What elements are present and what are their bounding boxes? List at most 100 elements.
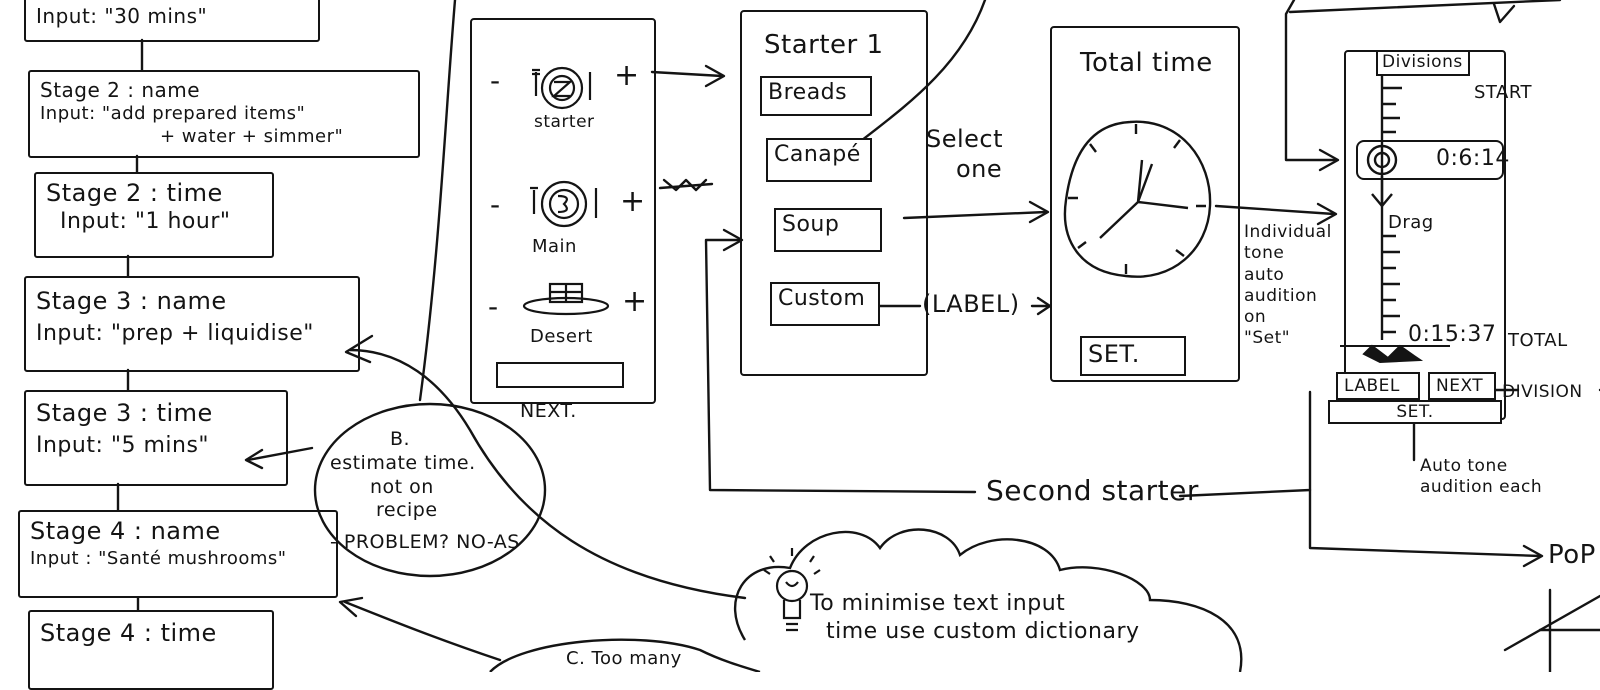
label-button[interactable]: LABEL xyxy=(1336,372,1420,400)
course-next-label: NEXT. xyxy=(520,400,577,422)
individual-line: tone xyxy=(1244,243,1285,264)
arrowhead xyxy=(244,448,264,470)
scribble-mark xyxy=(1340,344,1450,364)
pop-label: PoP xyxy=(1548,540,1596,570)
too-many-note: C. Too many xyxy=(566,648,682,669)
bubble-c-outline xyxy=(489,638,761,672)
course-next-button[interactable] xyxy=(496,362,624,388)
note-b: B. estimate time. not on recipe - PROBLE… xyxy=(330,428,520,555)
label-tag: (LABEL) xyxy=(922,290,1020,318)
auto-tone-line: audition each xyxy=(1420,477,1543,498)
select-one-line: one xyxy=(956,155,1003,183)
scribble xyxy=(662,178,708,192)
curve-line xyxy=(418,0,457,402)
stage-line: Stage 4 : name xyxy=(30,517,221,545)
stage-line: Input: "add prepared items" xyxy=(40,103,306,124)
stage-box: Stage 3 : name Input: "prep + liquidise" xyxy=(24,276,360,372)
stage-box: Stage 2 : name Input: "add prepared item… xyxy=(28,70,420,158)
auto-tone-note: Auto tone audition each xyxy=(1420,456,1542,499)
total-time-value: 0:15:37 xyxy=(1408,322,1497,347)
individual-line: Individual xyxy=(1244,222,1332,242)
note-b-line: - PROBLEM? NO-AS xyxy=(330,531,520,553)
arrow-total-to-timer xyxy=(1214,204,1336,216)
arrow-to-stage4 xyxy=(343,600,502,662)
stage-line: Input: "1 hour" xyxy=(60,209,231,234)
minus-button[interactable]: - xyxy=(488,290,499,323)
arrowhead xyxy=(1522,544,1544,568)
stage-line: Input: "prep + liquidise" xyxy=(36,321,314,346)
start-label: START xyxy=(1474,82,1533,103)
select-one-note: Select one xyxy=(926,124,1003,184)
arrowhead xyxy=(344,334,374,364)
total-set-button[interactable]: SET. xyxy=(1080,336,1186,376)
individual-line: auto xyxy=(1244,264,1285,285)
check-mark xyxy=(1492,2,1516,24)
lightbulb-icon xyxy=(763,548,821,632)
cloud-outline xyxy=(733,528,1243,672)
line xyxy=(1503,594,1600,652)
arrowhead xyxy=(704,64,726,88)
stage-line: Input : "Santé mushrooms" xyxy=(30,548,287,569)
stage-line: Input: "30 mins" xyxy=(36,4,208,28)
stage-line: Input: "5 mins" xyxy=(36,433,210,458)
arrowhead xyxy=(722,228,744,252)
arrow-course-to-starter xyxy=(650,70,724,78)
timer-screen xyxy=(1344,50,1506,420)
arrow-cloud-to-stage3-name xyxy=(348,348,747,600)
desert-icon xyxy=(522,282,610,316)
arrow-note-to-stage3-time xyxy=(246,446,314,462)
timer-set-button[interactable]: SET. xyxy=(1328,400,1502,424)
cloud-note-line: time use custom dictionary xyxy=(826,618,1140,644)
course-label-starter: starter xyxy=(534,112,595,132)
course-label-desert: Desert xyxy=(530,326,593,347)
next-button[interactable]: NEXT xyxy=(1428,372,1496,400)
stage-line: + water + simmer" xyxy=(160,125,344,147)
starter-title: Starter 1 xyxy=(764,30,884,60)
second-starter-label: Second starter xyxy=(986,474,1199,507)
arrowhead xyxy=(1028,200,1050,224)
arrow-second-starter-loop xyxy=(704,238,977,494)
plus-button[interactable]: + xyxy=(614,58,640,93)
option-soup[interactable]: Soup xyxy=(774,208,882,252)
course-label-main: Main xyxy=(532,236,577,257)
drag-knob-icon xyxy=(1366,144,1398,208)
minus-button[interactable]: - xyxy=(490,64,501,97)
select-one-line: Select xyxy=(926,125,1004,153)
arrow-to-pop xyxy=(1308,488,1542,558)
arrow-top-to-start xyxy=(1284,0,1338,162)
plus-button[interactable]: + xyxy=(622,284,648,319)
start-time-value: 0:6:14 xyxy=(1436,146,1510,171)
scribble-arrow xyxy=(658,182,714,190)
individual-line: "Set" xyxy=(1244,328,1291,349)
start-time-slider[interactable] xyxy=(1356,140,1504,180)
stage-box: Stage 4 : time xyxy=(28,610,274,690)
starter-screen xyxy=(740,10,928,376)
stage-box: Stage 4 : name Input : "Santé mushrooms" xyxy=(18,510,338,598)
line-division-to-second xyxy=(1178,390,1312,498)
cloud-note-line: To minimise text input xyxy=(810,591,1066,616)
stage-line: Stage 2 : time xyxy=(46,179,223,207)
division-label: DIVISION xyxy=(1502,382,1583,402)
individual-line: audition xyxy=(1244,285,1318,306)
option-breads[interactable]: Breads xyxy=(760,76,872,116)
stage-line: Stage 2 : name xyxy=(40,78,201,102)
drag-label: Drag xyxy=(1388,212,1434,233)
note-b-line: B. xyxy=(390,428,411,450)
arrowhead xyxy=(338,596,364,618)
arrowhead xyxy=(1318,148,1340,172)
divisions-button[interactable]: Divisions xyxy=(1376,50,1470,76)
cloud-note: To minimise text input time use custom d… xyxy=(810,590,1140,645)
individual-tone-note: Individual tone auto audition on "Set" xyxy=(1244,222,1332,350)
total-time-title: Total time xyxy=(1080,48,1213,78)
individual-line: on xyxy=(1244,307,1267,327)
plus-button[interactable]: + xyxy=(620,184,646,219)
minus-button[interactable]: - xyxy=(490,188,501,221)
line xyxy=(1288,0,1562,14)
option-custom[interactable]: Custom xyxy=(770,282,880,326)
arrowhead xyxy=(1316,202,1338,226)
main-icon xyxy=(530,180,598,228)
note-b-line: not on xyxy=(370,475,434,498)
note-b-line: estimate time. xyxy=(330,451,476,474)
stage-line: Stage 4 : time xyxy=(40,619,217,647)
option-canape[interactable]: Canapé xyxy=(766,138,872,182)
